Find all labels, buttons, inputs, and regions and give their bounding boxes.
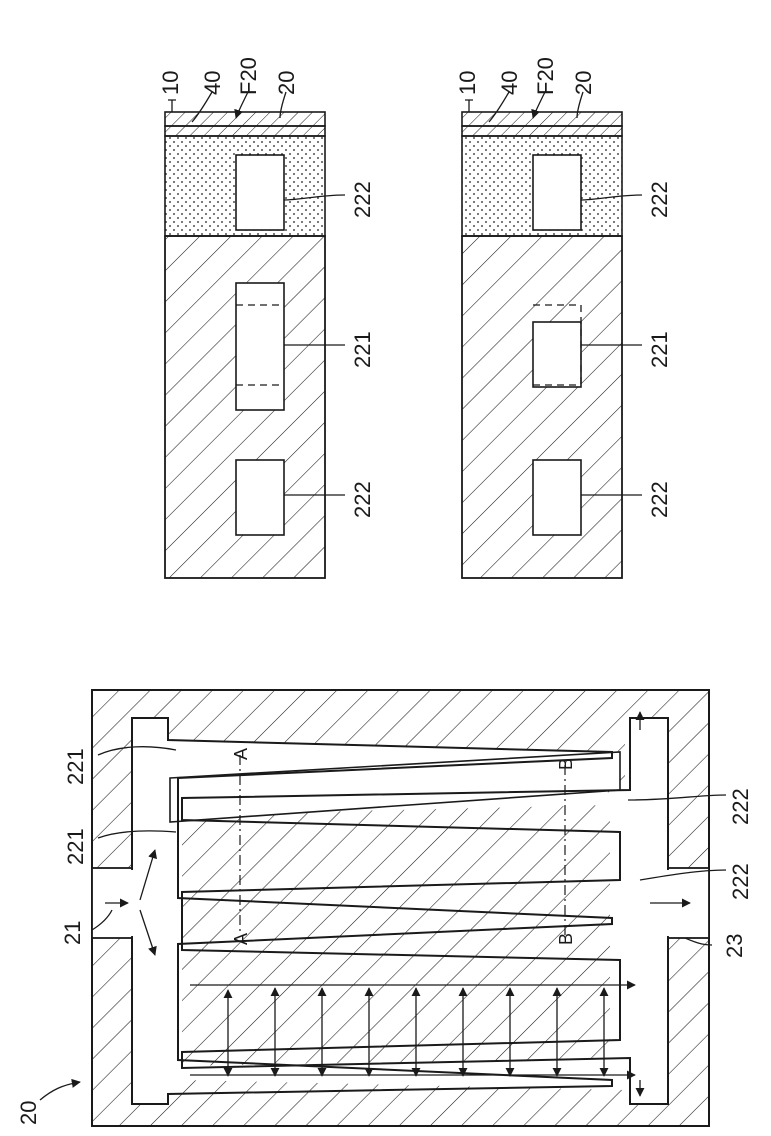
label-section-a-top: A bbox=[231, 748, 251, 760]
section-a-label-222-bottom: 222 bbox=[350, 481, 375, 518]
section-a-view bbox=[165, 92, 345, 578]
section-b-label-10: 10 bbox=[455, 71, 480, 95]
section-b-label-20: 20 bbox=[571, 71, 596, 95]
section-a-label-222-top: 222 bbox=[350, 181, 375, 218]
label-section-b-bottom: B bbox=[556, 933, 576, 945]
label-section-b-top: B bbox=[556, 758, 576, 770]
section-b-view bbox=[462, 92, 642, 578]
section-b-label-40: 40 bbox=[497, 71, 522, 95]
section-a-label-f20: F20 bbox=[236, 57, 261, 95]
label-section-a-bottom: A bbox=[231, 933, 251, 945]
label-channel-221-2: 221 bbox=[63, 828, 88, 865]
section-a-label-10: 10 bbox=[158, 71, 183, 95]
section-b-label-222-top: 222 bbox=[647, 181, 672, 218]
label-outlet-23: 23 bbox=[722, 934, 747, 958]
section-b-channel-222-bottom bbox=[533, 460, 581, 535]
section-b-layer-10 bbox=[462, 112, 622, 126]
section-a-layer-10 bbox=[165, 112, 325, 126]
section-a-label-40: 40 bbox=[200, 71, 225, 95]
section-b-channel-222-top bbox=[533, 155, 581, 230]
label-channel-222-1: 222 bbox=[728, 788, 753, 825]
section-b-label-222-bottom: 222 bbox=[647, 481, 672, 518]
label-channel-221-1: 221 bbox=[63, 748, 88, 785]
label-inlet-21: 21 bbox=[60, 921, 85, 945]
label-plate-20: 20 bbox=[16, 1101, 41, 1125]
section-a-layer-10b bbox=[165, 126, 325, 136]
section-b-channel-221 bbox=[533, 322, 581, 387]
section-a-label-221: 221 bbox=[350, 331, 375, 368]
plate-plan-view bbox=[40, 690, 726, 1126]
section-a-channel-222-bottom bbox=[236, 460, 284, 535]
section-a-label-20: 20 bbox=[274, 71, 299, 95]
section-a-channel-222-top bbox=[236, 155, 284, 230]
section-b-layer-10b bbox=[462, 126, 622, 136]
section-b-label-221: 221 bbox=[647, 331, 672, 368]
section-b-label-f20: F20 bbox=[533, 57, 558, 95]
section-a-channel-221 bbox=[236, 283, 284, 410]
label-channel-222-2: 222 bbox=[728, 863, 753, 900]
